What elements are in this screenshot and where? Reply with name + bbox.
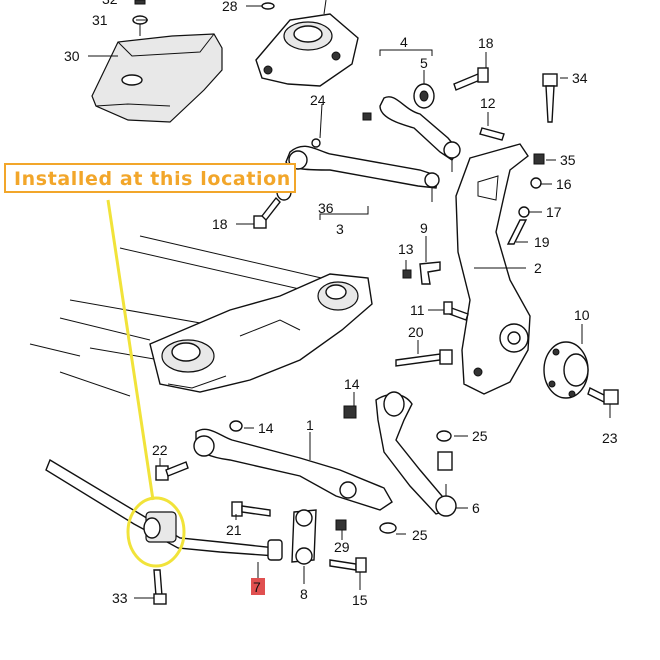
part-6-lower-arm xyxy=(375,391,457,517)
part-17-washer xyxy=(518,206,530,218)
label-29: 29 xyxy=(334,539,350,555)
label-35: 35 xyxy=(560,152,576,168)
label-8: 8 xyxy=(300,586,308,602)
label-18-top: 18 xyxy=(478,35,494,51)
label-28: 28 xyxy=(222,0,238,14)
label-6: 6 xyxy=(472,500,480,516)
part-15-bolt xyxy=(329,557,367,573)
part-31-nut xyxy=(132,15,148,36)
label-11: 11 xyxy=(410,302,425,318)
label-30: 30 xyxy=(64,48,80,64)
label-3: 3 xyxy=(336,221,344,237)
label-31: 31 xyxy=(92,12,108,28)
part-14-nut-lower xyxy=(229,420,243,432)
label-25-upper: 25 xyxy=(472,428,488,444)
part-20-bolt xyxy=(395,349,453,367)
label-18-mid: 18 xyxy=(212,216,228,232)
label-19: 19 xyxy=(534,234,550,250)
label-16: 16 xyxy=(556,176,572,192)
label-33: 33 xyxy=(112,590,128,606)
part-16-nut xyxy=(530,177,542,189)
part-13-bolt xyxy=(402,269,412,279)
part-3-upper-arm xyxy=(285,145,440,202)
part-28-strut-mount xyxy=(255,0,359,87)
label-23: 23 xyxy=(602,430,618,446)
callout-pointer xyxy=(106,199,186,568)
part-21-bolt xyxy=(231,501,271,517)
part-19-bolt xyxy=(506,219,528,245)
label-13: 13 xyxy=(398,241,414,257)
label-24: 24 xyxy=(310,92,326,108)
part-18-bolt-lower xyxy=(253,196,281,229)
part-25-nut-lower xyxy=(379,522,397,534)
label-21: 21 xyxy=(226,522,242,538)
part-2-wheel-carrier xyxy=(455,143,531,395)
label-34: 34 xyxy=(572,70,588,86)
part-29-nut xyxy=(335,519,347,531)
label-22: 22 xyxy=(152,442,168,458)
part-labels: 32 31 30 28 4 5 18 34 24 12 35 16 36 3 1… xyxy=(64,0,618,608)
part-24-nut xyxy=(311,112,372,148)
leader-lines xyxy=(88,5,611,599)
label-14-lower: 14 xyxy=(258,420,274,436)
label-36: 36 xyxy=(318,200,334,216)
part-25-bushing-upper xyxy=(436,430,453,471)
label-2: 2 xyxy=(534,260,542,276)
part-23-bolt xyxy=(587,387,619,405)
part-32-bolt xyxy=(134,0,146,5)
label-5: 5 xyxy=(420,55,428,71)
part-5-bushing xyxy=(413,83,435,109)
part-4-upper-arm xyxy=(379,96,461,172)
part-18-bolt-upper xyxy=(453,67,489,91)
label-14-upper: 14 xyxy=(344,376,360,392)
part-22-bolt xyxy=(155,461,189,481)
part-12-bolt xyxy=(479,127,505,141)
part-9-bracket xyxy=(419,261,441,285)
label-1: 1 xyxy=(306,417,314,433)
label-4: 4 xyxy=(400,34,408,50)
label-15: 15 xyxy=(352,592,368,608)
part-8-coupling-rod xyxy=(291,509,317,565)
label-12: 12 xyxy=(480,95,496,111)
part-10-wheel-hub xyxy=(543,341,589,399)
part-35-nut xyxy=(533,153,545,165)
label-17: 17 xyxy=(546,204,562,220)
part-1-lower-arm xyxy=(193,428,393,511)
callout-text: Installed at this location xyxy=(14,168,291,190)
part-34-bolt xyxy=(542,73,558,123)
label-20: 20 xyxy=(408,324,424,340)
part-7-stabilizer-bar xyxy=(45,458,283,561)
label-10: 10 xyxy=(574,307,590,323)
part-14-nut-upper xyxy=(343,405,357,419)
label-32: 32 xyxy=(102,0,118,7)
part-30-cover xyxy=(91,33,223,123)
part-33-bolt xyxy=(153,569,167,605)
subframe xyxy=(29,235,373,397)
label-9: 9 xyxy=(420,220,428,236)
part-11-bolt xyxy=(443,301,469,321)
callout-ring xyxy=(126,496,186,568)
label-7-highlight xyxy=(251,578,265,595)
label-25-lower: 25 xyxy=(412,527,428,543)
callout-box: Installed at this location xyxy=(4,163,296,193)
label-7: 7 xyxy=(253,579,261,595)
highlighted-label-7: 7 xyxy=(251,578,265,595)
